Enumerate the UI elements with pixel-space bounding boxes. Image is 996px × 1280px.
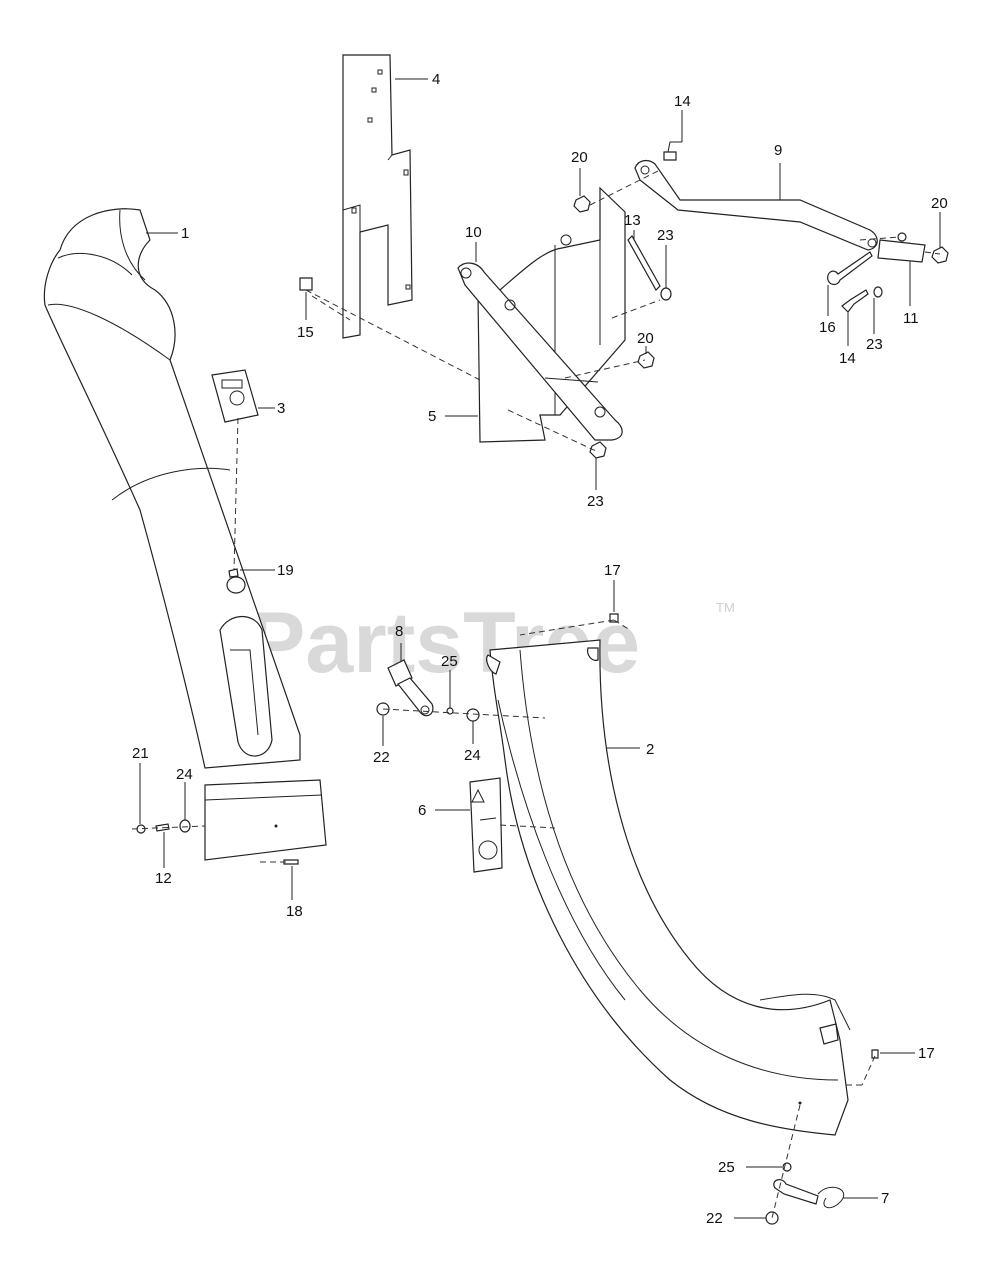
callout-20-right: 20 bbox=[931, 195, 948, 212]
hardware bbox=[136, 141, 949, 1225]
callout-16: 16 bbox=[819, 319, 836, 336]
callout-6: 6 bbox=[418, 802, 426, 819]
callout-22-middle: 22 bbox=[373, 749, 390, 766]
callout-23-bottom: 23 bbox=[587, 493, 604, 510]
callout-10: 10 bbox=[465, 224, 482, 241]
callout-23-top: 23 bbox=[657, 227, 674, 244]
part-11-plate bbox=[877, 239, 926, 263]
part-5-plate bbox=[477, 186, 626, 443]
callout-22-bottom: 22 bbox=[706, 1210, 723, 1227]
part-4-bracket bbox=[342, 54, 413, 339]
callout-25-bottom: 25 bbox=[718, 1159, 735, 1176]
callout-9: 9 bbox=[774, 142, 782, 159]
callout-21: 21 bbox=[132, 745, 149, 762]
callout-2: 2 bbox=[646, 741, 654, 758]
callout-25-middle: 25 bbox=[441, 653, 458, 670]
callout-14-top: 14 bbox=[674, 93, 691, 110]
callout-17-bottom: 17 bbox=[918, 1045, 935, 1062]
callout-24-middle: 24 bbox=[464, 747, 481, 764]
callout-23-right: 23 bbox=[866, 336, 883, 353]
callouts: 1 2 3 4 5 6 7 8 9 10 11 12 13 14 14 15 1… bbox=[132, 71, 948, 1227]
callout-8: 8 bbox=[395, 623, 403, 640]
callout-20-middle: 20 bbox=[637, 330, 654, 347]
callout-5: 5 bbox=[428, 408, 436, 425]
callout-18: 18 bbox=[286, 903, 303, 920]
callout-14-bottom: 14 bbox=[839, 350, 856, 367]
callout-12: 12 bbox=[155, 870, 172, 887]
callout-4: 4 bbox=[432, 71, 440, 88]
leader-lines bbox=[139, 78, 941, 1219]
part-1-upper-chute bbox=[43, 208, 327, 861]
callout-13: 13 bbox=[624, 212, 641, 229]
callout-1: 1 bbox=[181, 225, 189, 242]
callout-17-top: 17 bbox=[604, 562, 621, 579]
part-8-lever bbox=[387, 659, 434, 717]
part-10-link bbox=[457, 234, 623, 441]
callout-24-left: 24 bbox=[176, 766, 193, 783]
part-7-lever bbox=[773, 1179, 845, 1209]
assembly-lines bbox=[131, 169, 941, 1219]
part-3-latch bbox=[211, 369, 259, 423]
part-2-lower-chute bbox=[486, 639, 851, 1136]
callout-11: 11 bbox=[903, 310, 919, 327]
part-6-decal bbox=[469, 777, 503, 873]
callout-7: 7 bbox=[881, 1190, 889, 1207]
watermark-tm: TM bbox=[716, 600, 735, 615]
callout-3: 3 bbox=[277, 400, 285, 417]
callout-20-top: 20 bbox=[571, 149, 588, 166]
callout-15: 15 bbox=[297, 324, 314, 341]
callout-19: 19 bbox=[277, 562, 294, 579]
